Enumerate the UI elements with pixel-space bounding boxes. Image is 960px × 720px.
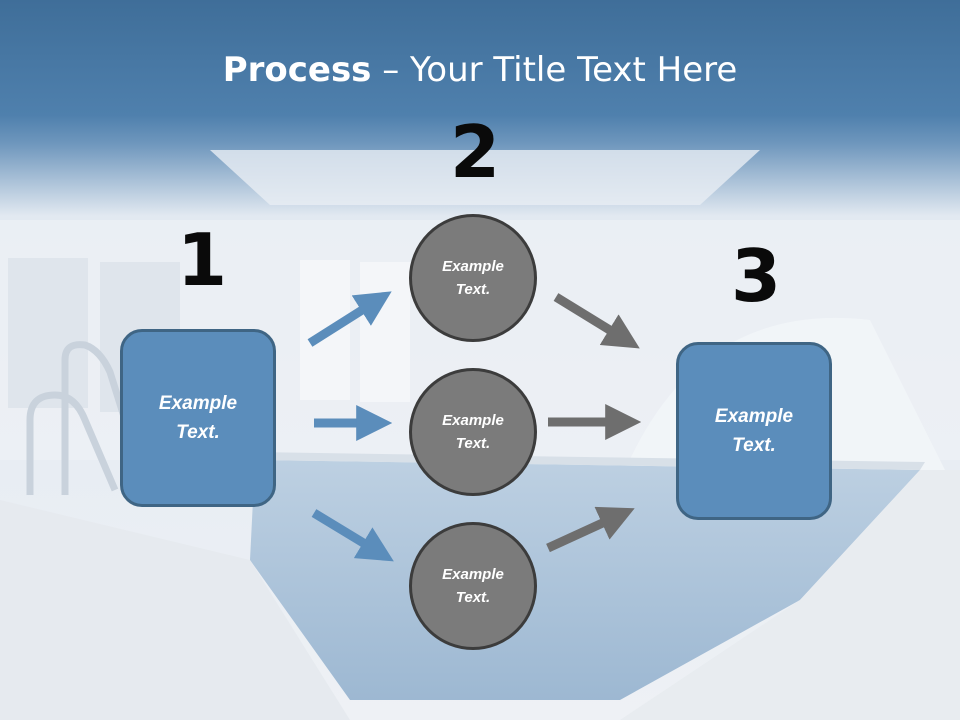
step-number-3: 3: [731, 234, 782, 318]
step-number-2: 2: [450, 110, 501, 194]
right-box-text: Example Text.: [714, 406, 794, 456]
title-rest: – Your Title Text Here: [371, 50, 738, 90]
top-circle-text: Example Text.: [442, 258, 504, 298]
slide-title: Process – Your Title Text Here: [0, 50, 960, 90]
arrow-bottom-to-right: [546, 506, 635, 553]
left-box-text: Example Text.: [158, 393, 238, 443]
arrow-left-to-bottom: [311, 509, 394, 562]
left-box: Example Text.: [120, 329, 276, 507]
bottom-circle: Example Text.: [409, 522, 537, 650]
top-circle: Example Text.: [409, 214, 537, 342]
title-bold: Process: [222, 50, 372, 90]
bottom-circle-text: Example Text.: [442, 566, 504, 606]
step-number-1: 1: [177, 218, 228, 302]
arrow-top-to-right: [553, 293, 640, 349]
right-box: Example Text.: [676, 342, 832, 520]
middle-circle-text: Example Text.: [442, 412, 504, 452]
middle-circle: Example Text.: [409, 368, 537, 496]
arrow-left-to-top: [307, 291, 392, 347]
